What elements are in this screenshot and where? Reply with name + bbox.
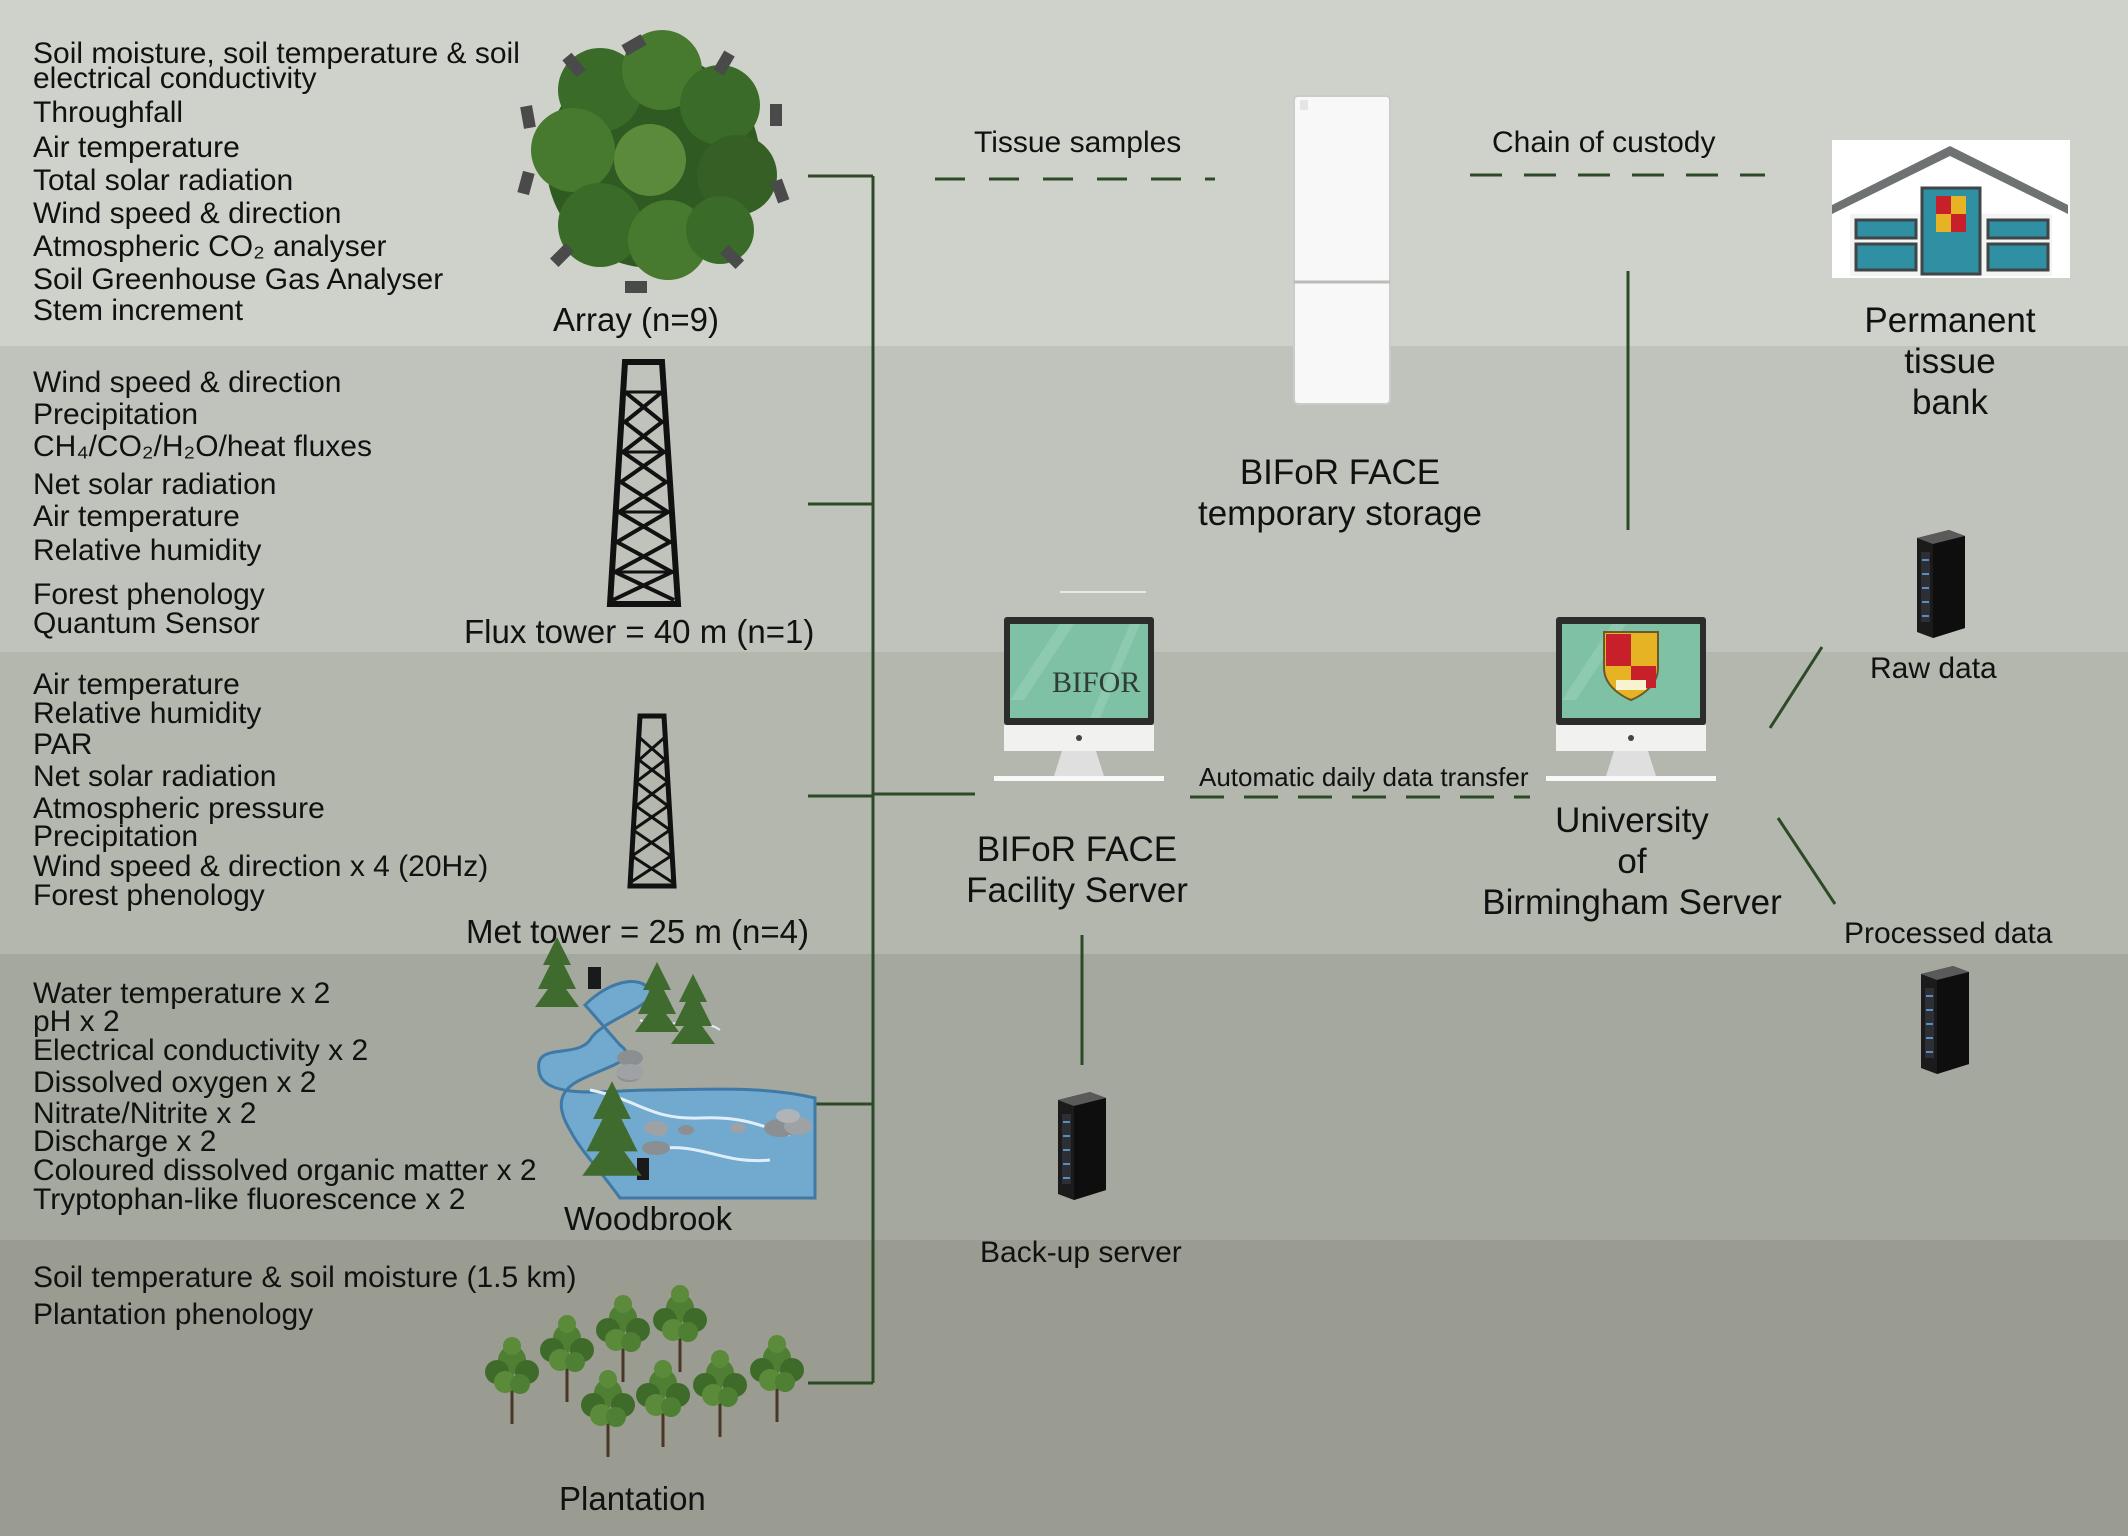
list-item: Soil moisture, soil temperature & soil: [33, 37, 520, 70]
list-item: Tryptophan-like fluorescence x 2: [33, 1183, 466, 1216]
temporary-storage-label: BIFoR FACE temporary storage: [1197, 453, 1483, 533]
list-item: Discharge x 2: [33, 1125, 217, 1158]
list-item: electrical conductivity: [33, 62, 317, 95]
tissue-samples-label: Tissue samples: [974, 126, 1182, 159]
array-label: Array (n=9): [553, 301, 719, 338]
band-flux-tower: [0, 346, 2128, 652]
list-item: Precipitation: [33, 398, 199, 431]
facility-computer-icon: [994, 591, 1164, 781]
list-item: Plantation phenology: [33, 1298, 314, 1331]
list-item: Water temperature x 2: [33, 977, 331, 1010]
list-item: Forest phenology: [33, 879, 265, 912]
raw-data-label: Raw data: [1870, 652, 1997, 685]
list-item: Stem increment: [33, 294, 244, 327]
list-item: Electrical conductivity x 2: [33, 1034, 369, 1067]
list-item: Relative humidity: [33, 697, 262, 730]
sensor-bus-lines: [808, 174, 975, 1385]
list-item: Relative humidity: [33, 534, 262, 567]
woodbrook-label: Woodbrook: [564, 1200, 733, 1237]
plantation-measurements-list: Soil temperature & soil moisture (1.5 km…: [33, 1262, 577, 1330]
list-item: Quantum Sensor: [33, 607, 260, 640]
dashed-flow-lines: [935, 173, 1837, 1065]
chain-of-custody-label: Chain of custody: [1492, 126, 1716, 159]
array-tree-ring-icon: [517, 30, 790, 293]
flux-tower-label: Flux tower = 40 m (n=1): [464, 613, 815, 650]
list-item: Nitrate/Nitrite x 2: [33, 1097, 257, 1130]
met-tower-measurements-list: Air temperature Relative humidity PAR Ne…: [33, 669, 488, 911]
university-server-label: University of Birmingham Server: [1482, 801, 1782, 922]
list-item: Forest phenology: [33, 578, 265, 611]
tissue-bank-label: Permanent tissue bank: [1864, 301, 2036, 422]
list-item: Wind speed & direction: [33, 366, 342, 399]
band-plantation: [0, 1240, 2128, 1536]
backup-server-icon: [1057, 1091, 1107, 1201]
list-item: Coloured dissolved organic matter x 2: [33, 1154, 537, 1187]
list-item: Atmospheric CO₂ analyser: [33, 230, 387, 263]
list-item: Atmospheric pressure: [33, 792, 325, 825]
list-item: Throughfall: [33, 96, 184, 129]
list-item: Wind speed & direction x 4 (20Hz): [33, 850, 489, 883]
flux-tower-measurements-list: Wind speed & direction Precipitation CH₄…: [33, 367, 372, 639]
processed-data-server-icon: [1920, 965, 1970, 1075]
list-item: PAR: [33, 728, 93, 761]
list-item: Net solar radiation: [33, 468, 277, 501]
list-item: Soil temperature & soil moisture (1.5 km…: [33, 1261, 577, 1294]
data-transfer-label: Automatic daily data transfer: [1199, 762, 1529, 792]
list-item: Wind speed & direction: [33, 197, 342, 230]
list-item: Soil Greenhouse Gas Analyser: [33, 263, 444, 296]
list-item: Air temperature: [33, 668, 240, 701]
freezer-icon: [1293, 95, 1391, 405]
tissue-bank-building-icon: [1832, 140, 2070, 278]
raw-data-server-icon: [1916, 529, 1966, 639]
list-item: Dissolved oxygen x 2: [33, 1066, 317, 1099]
flux-tower-icon: [606, 359, 682, 607]
band-array: [0, 0, 2128, 346]
woodbrook-stream-icon: [533, 935, 817, 1200]
list-item: CH₄/CO₂/H₂O/heat fluxes: [33, 430, 372, 463]
met-tower-icon: [627, 713, 677, 889]
backup-server-label: Back-up server: [980, 1236, 1182, 1269]
woodbrook-measurements-list: Water temperature x 2 pH x 2 Electrical …: [33, 978, 537, 1215]
array-measurements-list: Soil moisture, soil temperature & soil e…: [33, 38, 520, 326]
list-item: Total solar radiation: [33, 164, 294, 197]
met-tower-label: Met tower = 25 m (n=4): [466, 913, 809, 950]
university-computer-icon: [1546, 617, 1716, 781]
facility-server-label: BIFoR FACE Facility Server: [966, 830, 1188, 910]
bifor-screen-logo: BIFOR: [1052, 666, 1141, 699]
list-item: Precipitation: [33, 820, 199, 853]
list-item: Net solar radiation: [33, 760, 277, 793]
list-item: Air temperature: [33, 500, 240, 533]
list-item: Air temperature: [33, 131, 240, 164]
plantation-label: Plantation: [559, 1480, 706, 1517]
processed-data-label: Processed data: [1844, 917, 2053, 950]
list-item: pH x 2: [33, 1005, 120, 1038]
